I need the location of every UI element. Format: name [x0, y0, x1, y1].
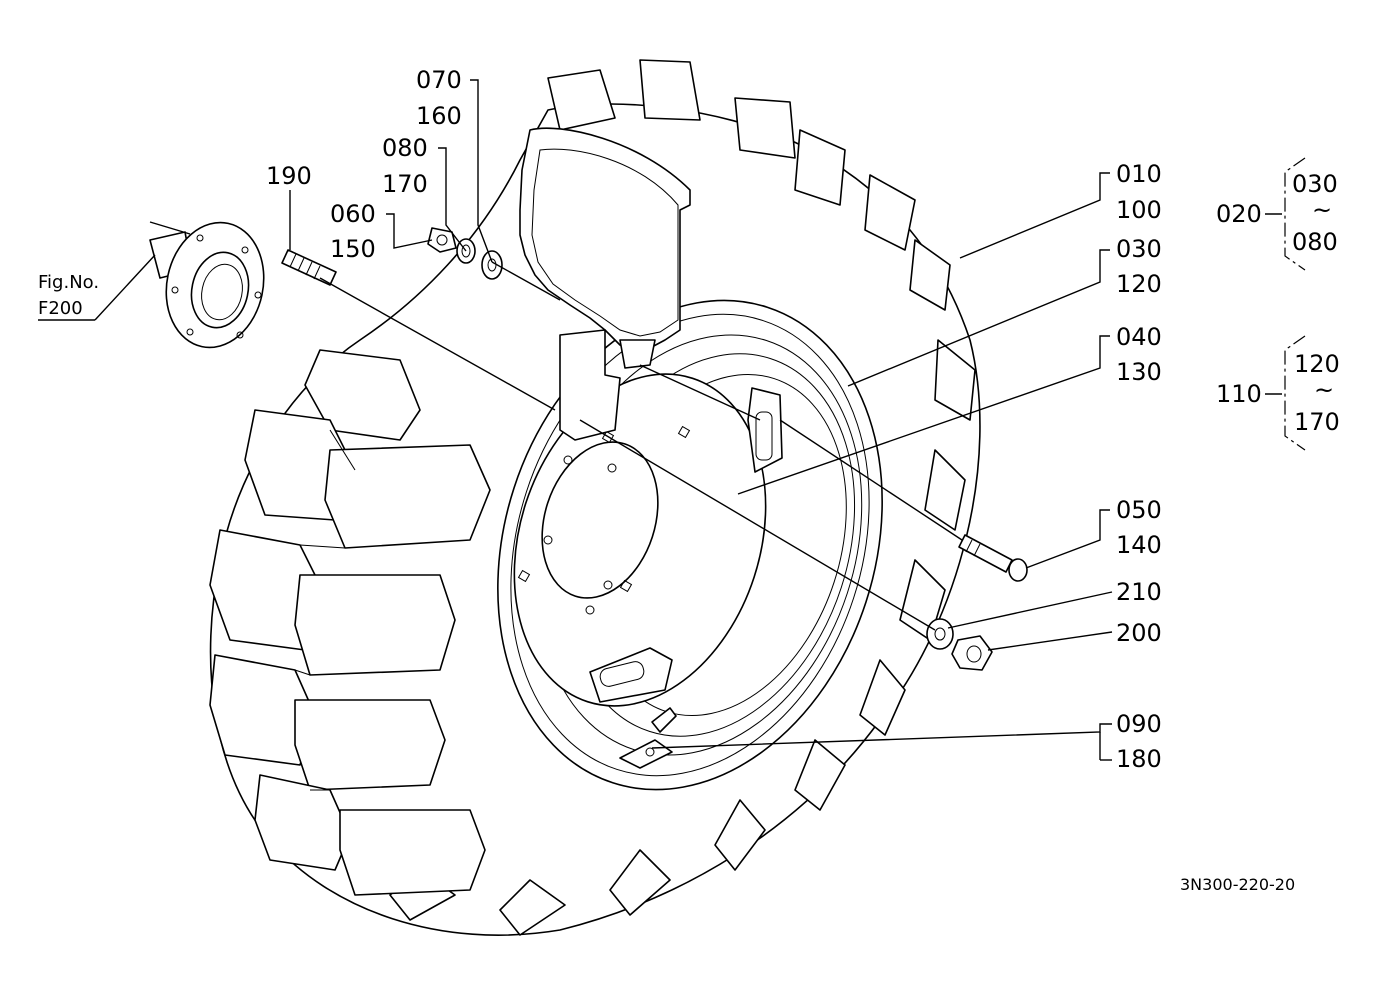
callout-170: 170 [382, 170, 428, 198]
drawing-number: 3N300-220-20 [1180, 875, 1295, 894]
callout-140: 140 [1116, 531, 1162, 559]
callout-120: 120 [1116, 270, 1162, 298]
callout-040: 040 [1116, 323, 1162, 351]
group-110-to: 170 [1294, 408, 1340, 436]
callout-180: 180 [1116, 745, 1162, 773]
fig-ref-value: F200 [38, 298, 83, 319]
callout-150: 150 [330, 235, 376, 263]
callout-labels: 070 160 080 170 060 150 190 010 100 030 … [38, 66, 1340, 894]
bolt-icon [958, 534, 1028, 582]
group-020-from: 030 [1292, 170, 1338, 198]
callout-060: 060 [330, 200, 376, 228]
callout-030: 030 [1116, 235, 1162, 263]
callout-200: 200 [1116, 619, 1162, 647]
leader-lines [38, 79, 1282, 761]
group-110-brace [1284, 335, 1306, 451]
callout-070: 070 [416, 66, 462, 94]
group-110-tilde: ~ [1314, 376, 1334, 404]
nut-200-icon [951, 635, 993, 671]
callout-080: 080 [382, 134, 428, 162]
callout-050: 050 [1116, 496, 1162, 524]
disc-icon [513, 373, 783, 707]
callout-100: 100 [1116, 196, 1162, 224]
callout-190: 190 [266, 162, 312, 190]
group-020-to: 080 [1292, 228, 1338, 256]
washer-210-icon [926, 618, 954, 650]
group-020-brace [1284, 157, 1306, 271]
group-110-label: 110 [1216, 380, 1262, 408]
group-020-tilde: ~ [1312, 196, 1332, 224]
callout-010: 010 [1116, 160, 1162, 188]
group-110-from: 120 [1294, 350, 1340, 378]
callout-090: 090 [1116, 710, 1162, 738]
callout-130: 130 [1116, 358, 1162, 386]
group-020-label: 020 [1216, 200, 1262, 228]
valve-icon [619, 707, 677, 769]
fig-ref-label: Fig.No. [38, 272, 99, 293]
tire-section-icon [519, 127, 691, 441]
callout-210: 210 [1116, 578, 1162, 606]
callout-160: 160 [416, 102, 462, 130]
flat-washer-icon [481, 250, 503, 280]
nut-icon [427, 227, 457, 253]
stud-bolt-icon [281, 249, 337, 286]
axle-flange-icon [149, 221, 265, 349]
